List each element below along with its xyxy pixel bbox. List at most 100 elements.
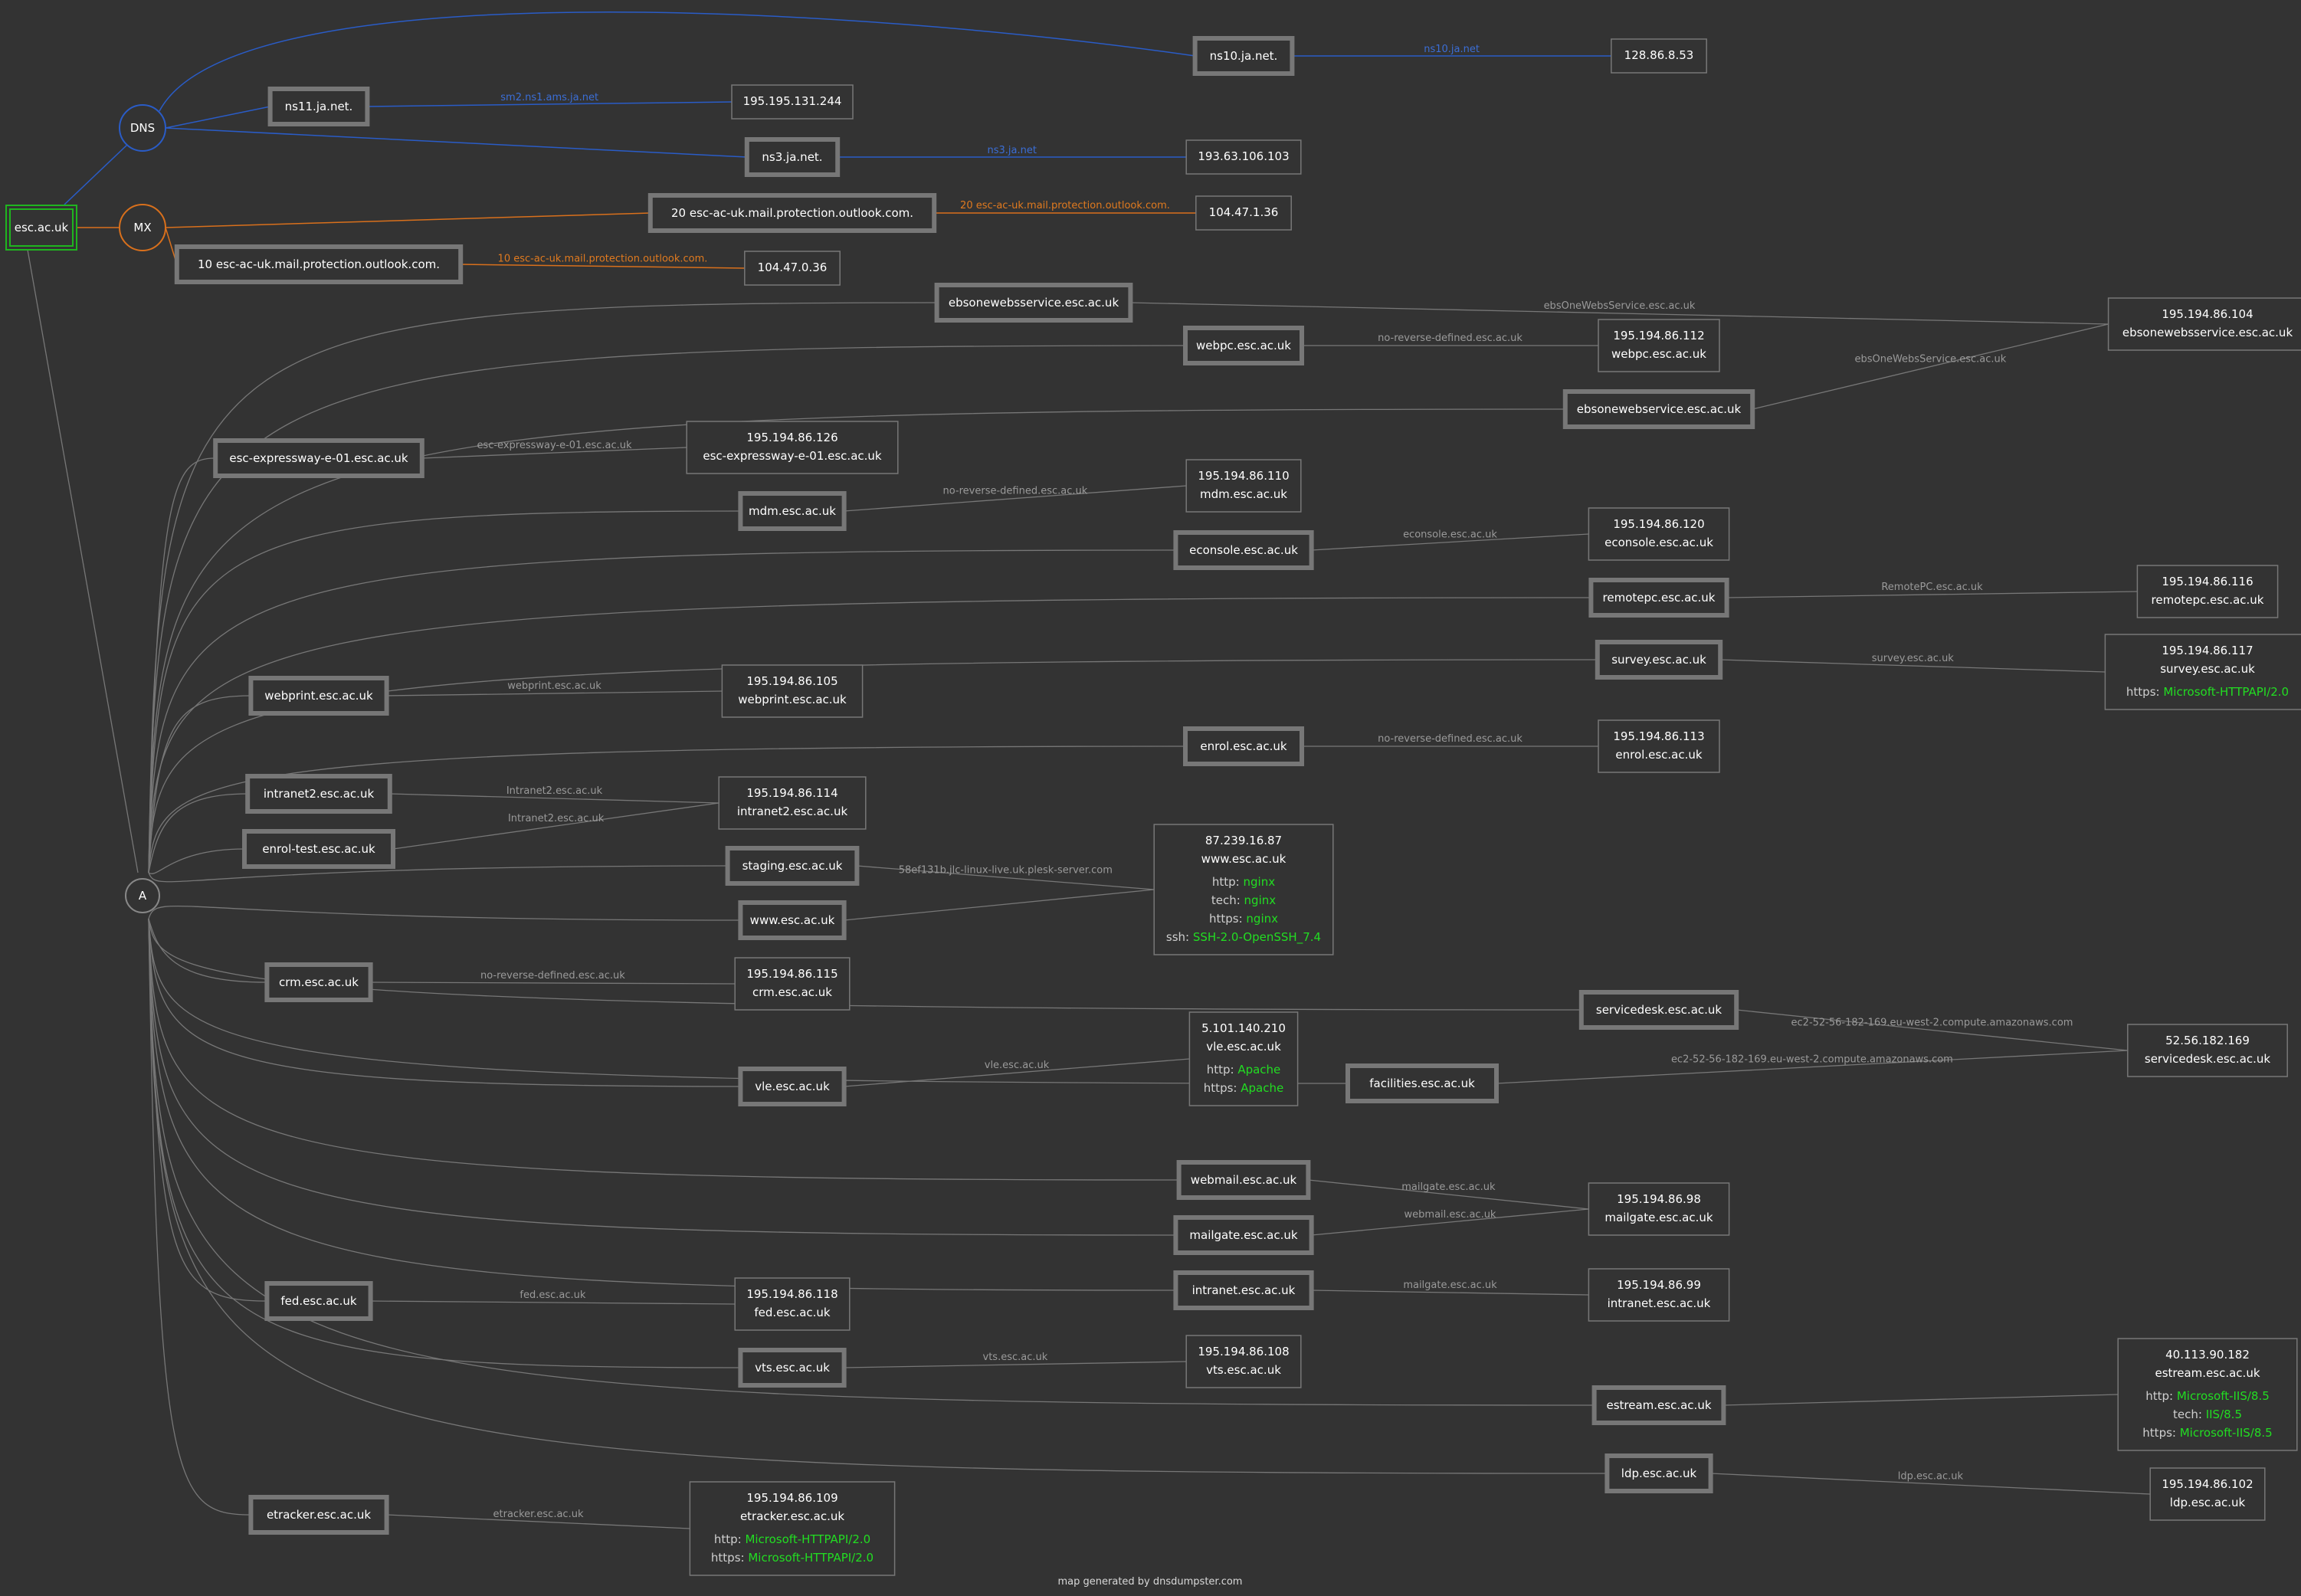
host-node-esc-expressway-e-01-esc-ac-uk[interactable]: esc-expressway-e-01.esc.ac.uk <box>213 438 424 478</box>
host-node-ebsonewebsservice-esc-ac-uk[interactable]: ebsonewebsservice.esc.ac.uk <box>934 283 1133 323</box>
mx-node-1[interactable]: 10 esc-ac-uk.mail.protection.outlook.com… <box>174 244 464 284</box>
host-node-enrol-test-esc-ac-uk[interactable]: enrol-test.esc.ac.uk <box>242 829 395 869</box>
ns-ip-node-0[interactable]: 128.86.8.53 <box>1611 38 1707 74</box>
host-node-webmail-esc-ac-uk[interactable]: webmail.esc.ac.uk <box>1176 1160 1311 1200</box>
edge-label-vts-esc-ac-uk: vts.esc.ac.uk <box>983 1352 1048 1363</box>
host-node-survey-esc-ac-uk[interactable]: survey.esc.ac.uk <box>1595 640 1723 680</box>
ip-node-195-194-86-109-banner: http: Microsoft-HTTPAPI/2.0 <box>714 1532 870 1546</box>
edge-ip-webprint-esc-ac-uk <box>386 690 723 696</box>
ip-node-195-194-86-109-ptr: etracker.esc.ac.uk <box>740 1509 844 1523</box>
mx-ip-node-1[interactable]: 104.47.0.36 <box>744 251 841 286</box>
edge-mx-0 <box>165 212 651 228</box>
edge-a-enrol-esc-ac-uk <box>148 746 1186 873</box>
mx-node-0[interactable]: 20 esc-ac-uk.mail.protection.outlook.com… <box>647 193 937 233</box>
ns-ip-node-1-address: 195.195.131.244 <box>743 94 842 108</box>
host-node-webpc-esc-ac-uk[interactable]: webpc.esc.ac.uk <box>1183 326 1304 365</box>
host-node-estream-esc-ac-uk-label: estream.esc.ac.uk <box>1606 1398 1711 1412</box>
ns-ip-node-1[interactable]: 195.195.131.244 <box>731 84 854 120</box>
edge-label-facilities-esc-ac-uk: ec2-52-56-182-169.eu-west-2.compute.amaz… <box>1671 1054 1953 1066</box>
hub-dns[interactable]: DNS <box>119 104 166 152</box>
banner-key: http: <box>714 1532 746 1546</box>
host-node-www-esc-ac-uk-label: www.esc.ac.uk <box>750 913 835 927</box>
footer-credit: map generated by dnsdumpster.com <box>1058 1576 1243 1588</box>
host-node-vts-esc-ac-uk[interactable]: vts.esc.ac.uk <box>738 1348 847 1388</box>
banner-value: nginx <box>1246 912 1278 926</box>
edge-ip-enrol-test-esc-ac-uk <box>392 802 719 850</box>
host-node-webpc-esc-ac-uk-label: webpc.esc.ac.uk <box>1196 339 1291 352</box>
ip-node-195-194-86-104[interactable]: 195.194.86.104ebsonewebsservice.esc.ac.u… <box>2107 297 2301 351</box>
host-node-enrol-esc-ac-uk-label: enrol.esc.ac.uk <box>1200 739 1287 753</box>
ip-node-195-194-86-126[interactable]: 195.194.86.126esc-expressway-e-01.esc.ac… <box>686 421 899 474</box>
host-node-ebsonewebservice-esc-ac-uk[interactable]: ebsonewebservice.esc.ac.uk <box>1562 389 1755 429</box>
hub-a[interactable]: A <box>125 878 160 913</box>
host-node-servicedesk-esc-ac-uk[interactable]: servicedesk.esc.ac.uk <box>1578 990 1739 1030</box>
edge-ip-intranet-esc-ac-uk <box>1311 1290 1589 1296</box>
ip-node-195-194-86-113-address: 195.194.86.113 <box>1613 729 1704 743</box>
mx-ip-node-0[interactable]: 104.47.1.36 <box>1195 195 1292 231</box>
host-node-enrol-esc-ac-uk[interactable]: enrol.esc.ac.uk <box>1183 726 1304 766</box>
host-node-vle-esc-ac-uk[interactable]: vle.esc.ac.uk <box>738 1067 847 1106</box>
edge-label-enrol-test-esc-ac-uk: Intranet2.esc.ac.uk <box>508 813 605 824</box>
host-node-etracker-esc-ac-uk[interactable]: etracker.esc.ac.uk <box>248 1495 389 1535</box>
ip-node-5-101-140-210-banner: https: Apache <box>1204 1081 1283 1095</box>
hub-mx[interactable]: MX <box>119 204 166 251</box>
host-node-estream-esc-ac-uk[interactable]: estream.esc.ac.uk <box>1591 1385 1726 1425</box>
edge-root-a <box>27 249 139 873</box>
ip-node-195-194-86-108-address: 195.194.86.108 <box>1198 1345 1289 1358</box>
ip-node-87-239-16-87-banner: tech: nginx <box>1211 893 1276 907</box>
edge-label-esc-expressway-e-01-esc-ac-uk: esc-expressway-e-01.esc.ac.uk <box>477 440 632 451</box>
host-node-mailgate-esc-ac-uk[interactable]: mailgate.esc.ac.uk <box>1173 1215 1314 1255</box>
edge-ip-webmail-esc-ac-uk <box>1308 1179 1589 1210</box>
ip-node-195-194-86-114-ptr: intranet2.esc.ac.uk <box>737 805 848 818</box>
ip-node-195-194-86-126-address: 195.194.86.126 <box>746 431 837 444</box>
banner-key: ssh: <box>1166 930 1193 944</box>
banner-value: Microsoft-IIS/8.5 <box>2180 1426 2273 1440</box>
host-node-facilities-esc-ac-uk[interactable]: facilities.esc.ac.uk <box>1346 1063 1499 1103</box>
edge-ip-ebsonewebservice-esc-ac-uk <box>1752 323 2109 410</box>
ns-node-ns10-ja-net[interactable]: ns10.ja.net. <box>1192 36 1295 76</box>
host-node-ldp-esc-ac-uk[interactable]: ldp.esc.ac.uk <box>1604 1453 1713 1493</box>
ip-node-87-239-16-87-banner: ssh: SSH-2.0-OpenSSH_7.4 <box>1166 930 1321 945</box>
ns-node-ns11-ja-net[interactable]: ns11.ja.net. <box>267 87 370 126</box>
edge-a-crm-esc-ac-uk <box>148 918 267 983</box>
ip-node-195-194-86-110-address: 195.194.86.110 <box>1198 469 1289 483</box>
host-node-econsole-esc-ac-uk[interactable]: econsole.esc.ac.uk <box>1173 530 1314 570</box>
host-node-staging-esc-ac-uk[interactable]: staging.esc.ac.uk <box>725 846 860 886</box>
ip-node-195-194-86-120-ptr: econsole.esc.ac.uk <box>1604 536 1713 549</box>
host-node-mdm-esc-ac-uk[interactable]: mdm.esc.ac.uk <box>738 491 847 531</box>
root-domain-node[interactable]: esc.ac.uk <box>5 205 77 251</box>
edge-ip-facilities-esc-ac-uk <box>1496 1050 2128 1084</box>
host-node-webprint-esc-ac-uk[interactable]: webprint.esc.ac.uk <box>248 676 389 716</box>
host-node-www-esc-ac-uk[interactable]: www.esc.ac.uk <box>738 900 847 940</box>
ns-node-ns3-ja-net[interactable]: ns3.ja.net. <box>744 137 841 177</box>
edge-label-mx-1: 10 esc-ac-uk.mail.protection.outlook.com… <box>498 254 708 265</box>
host-node-fed-esc-ac-uk[interactable]: fed.esc.ac.uk <box>264 1281 373 1321</box>
ip-node-5-101-140-210-address: 5.101.140.210 <box>1201 1021 1286 1035</box>
host-node-intranet2-esc-ac-uk[interactable]: intranet2.esc.ac.uk <box>245 774 392 814</box>
host-node-intranet-esc-ac-uk[interactable]: intranet.esc.ac.uk <box>1173 1270 1314 1310</box>
edge-label-ebsonewebsservice-esc-ac-uk: ebsOneWebsService.esc.ac.uk <box>1544 300 1696 312</box>
host-node-crm-esc-ac-uk[interactable]: crm.esc.ac.uk <box>264 962 373 1002</box>
host-node-remotepc-esc-ac-uk[interactable]: remotepc.esc.ac.uk <box>1588 578 1729 618</box>
ns-ip-node-2[interactable]: 193.63.106.103 <box>1185 139 1302 175</box>
